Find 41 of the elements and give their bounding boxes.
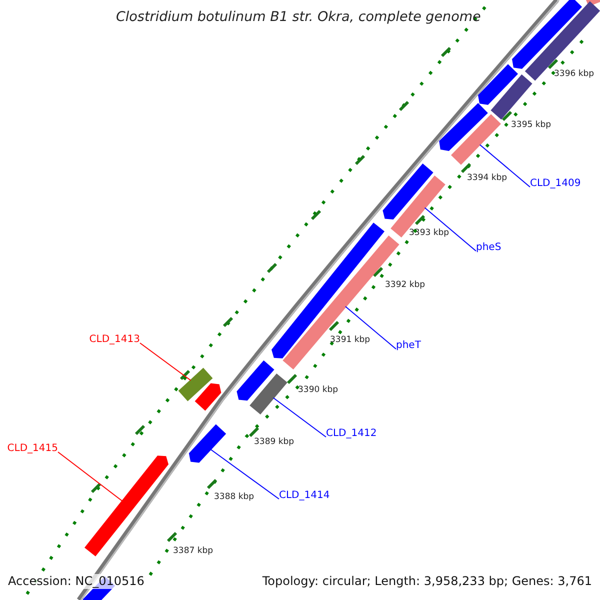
scale-label: 3387 kbp: [173, 546, 214, 557]
gene-bar: [524, 1, 600, 81]
scale-label: 3395 kbp: [511, 120, 552, 131]
gene-bar: [188, 424, 226, 463]
gene-bar: [272, 222, 384, 358]
gene-bar: [490, 74, 532, 120]
scale-label: 3390 kbp: [298, 385, 338, 396]
gene-bar: [478, 64, 518, 105]
scale-label: 3391 kbp: [330, 335, 370, 346]
scale-label: 3394 kbp: [467, 173, 508, 184]
diagram-title: Clostridium botulinum B1 str. Okra, complete genome: [116, 9, 481, 25]
scale-label: 3392 kbp: [385, 280, 426, 291]
gene-label: pheT: [396, 340, 421, 352]
gene-bar: [451, 114, 501, 165]
gene-label: CLD_1415: [7, 443, 58, 455]
scale-label: 3396 kbp: [554, 69, 594, 80]
leader-line: [345, 306, 396, 350]
gene-label: CLD_1412: [326, 428, 377, 440]
gene-label: pheS: [476, 242, 502, 254]
leader-line: [58, 452, 123, 502]
leader-line: [140, 342, 192, 381]
gene-bar: [236, 360, 274, 401]
scale-label: 3393 kbp: [409, 228, 450, 239]
leader-line: [272, 397, 326, 438]
gene-bar: [439, 103, 488, 151]
gene-bar: [194, 383, 222, 411]
gene-label: CLD_1414: [279, 490, 330, 502]
gene-bar: [84, 456, 168, 556]
gene-bar: [250, 374, 288, 414]
gene-label: CLD_1409: [530, 178, 581, 190]
footer-text: Accession: NC_010516: [8, 574, 144, 589]
leader-line: [479, 144, 530, 188]
gene-bar: [178, 368, 213, 402]
scale-label: 3389 kbp: [254, 437, 294, 448]
gene-label: CLD_1413: [89, 334, 140, 346]
gene-bar: [512, 0, 582, 69]
scale-label: 3388 kbp: [214, 492, 254, 503]
leader-line: [424, 207, 476, 252]
leader-line: [210, 448, 280, 500]
gene-bar: [382, 164, 434, 220]
footer-text: Topology: circular; Length: 3,958,233 bp; Genes: 3,761: [262, 574, 592, 589]
